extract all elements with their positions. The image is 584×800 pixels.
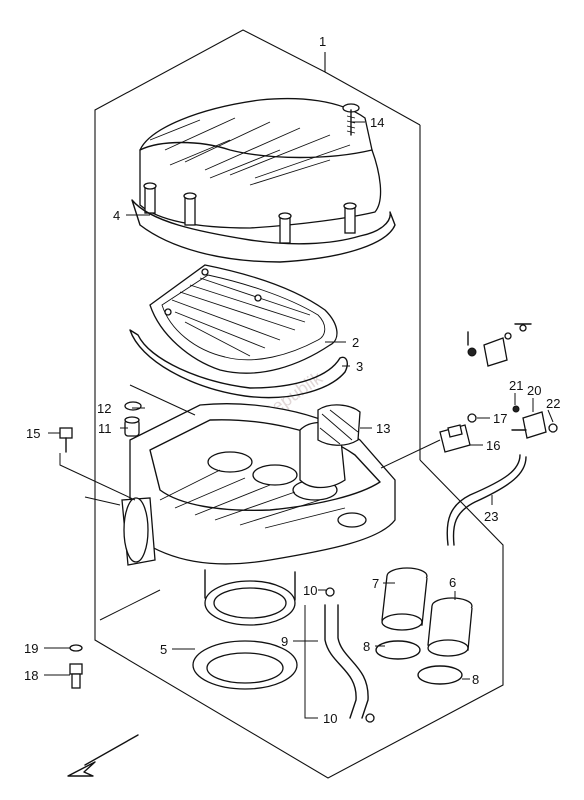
callout-22: 22: [546, 396, 560, 411]
callout-8-left: 8: [363, 639, 370, 654]
callout-3: 3: [356, 359, 363, 374]
hose-9[interactable]: [324, 604, 357, 719]
front-direction-arrow-icon: [67, 734, 139, 777]
sensor-bracket-16[interactable]: [439, 413, 477, 453]
hose-9-edge: [337, 604, 369, 719]
callout-18: 18: [24, 668, 38, 683]
hose-23[interactable]: [446, 454, 521, 546]
callout-19: 19: [24, 641, 38, 656]
clamp-8-right[interactable]: [417, 665, 463, 685]
hose-23-edge: [452, 456, 527, 546]
assembly-frame: [94, 29, 504, 779]
clip-10-upper[interactable]: [325, 587, 335, 597]
callout-10-upper: 10: [303, 583, 317, 598]
bolt-15[interactable]: [59, 427, 73, 453]
filter-seal[interactable]: [129, 329, 348, 399]
callout-14: 14: [370, 115, 384, 130]
callout-17: 17: [493, 411, 507, 426]
callout-2: 2: [352, 335, 359, 350]
drain-plug-11-12[interactable]: [124, 401, 142, 437]
callout-20: 20: [527, 383, 541, 398]
callout-12: 12: [97, 401, 111, 416]
callout-11: 11: [98, 421, 112, 436]
callout-10-lower: 10: [323, 711, 337, 726]
callout-4: 4: [113, 208, 120, 223]
callout-1: 1: [319, 34, 326, 49]
intake-sponge[interactable]: [317, 404, 361, 446]
bolt-18[interactable]: [69, 663, 83, 689]
sensor-20[interactable]: [511, 405, 558, 439]
screw-14[interactable]: [342, 103, 360, 136]
cover-seal[interactable]: [131, 199, 396, 263]
callout-23: 23: [484, 509, 498, 524]
callout-5: 5: [160, 642, 167, 657]
callout-7: 7: [372, 576, 379, 591]
callout-8-right: 8: [472, 672, 479, 687]
air-cleaner-cover[interactable]: [139, 97, 382, 244]
intake-funnel-7[interactable]: [381, 567, 428, 631]
sponge-texture: [319, 409, 359, 445]
clip-10-lower[interactable]: [365, 713, 375, 723]
leader-lines: [44, 121, 554, 719]
intake-seal-5[interactable]: [192, 640, 298, 690]
sensor-set-upper[interactable]: [467, 323, 532, 367]
callout-6: 6: [449, 575, 456, 590]
clamp-8-left[interactable]: [375, 640, 421, 660]
callout-9: 9: [281, 634, 288, 649]
callout-labels: 1 14 4 2 3 12 11 15 13 17 16 21 20 22 23…: [24, 34, 560, 726]
callout-16: 16: [486, 438, 500, 453]
callout-15: 15: [26, 426, 40, 441]
intake-funnel-6[interactable]: [427, 597, 473, 657]
washer-19[interactable]: [69, 644, 83, 652]
callout-21: 21: [509, 378, 523, 393]
callout-13: 13: [376, 421, 390, 436]
air-filter-element[interactable]: [149, 264, 338, 374]
